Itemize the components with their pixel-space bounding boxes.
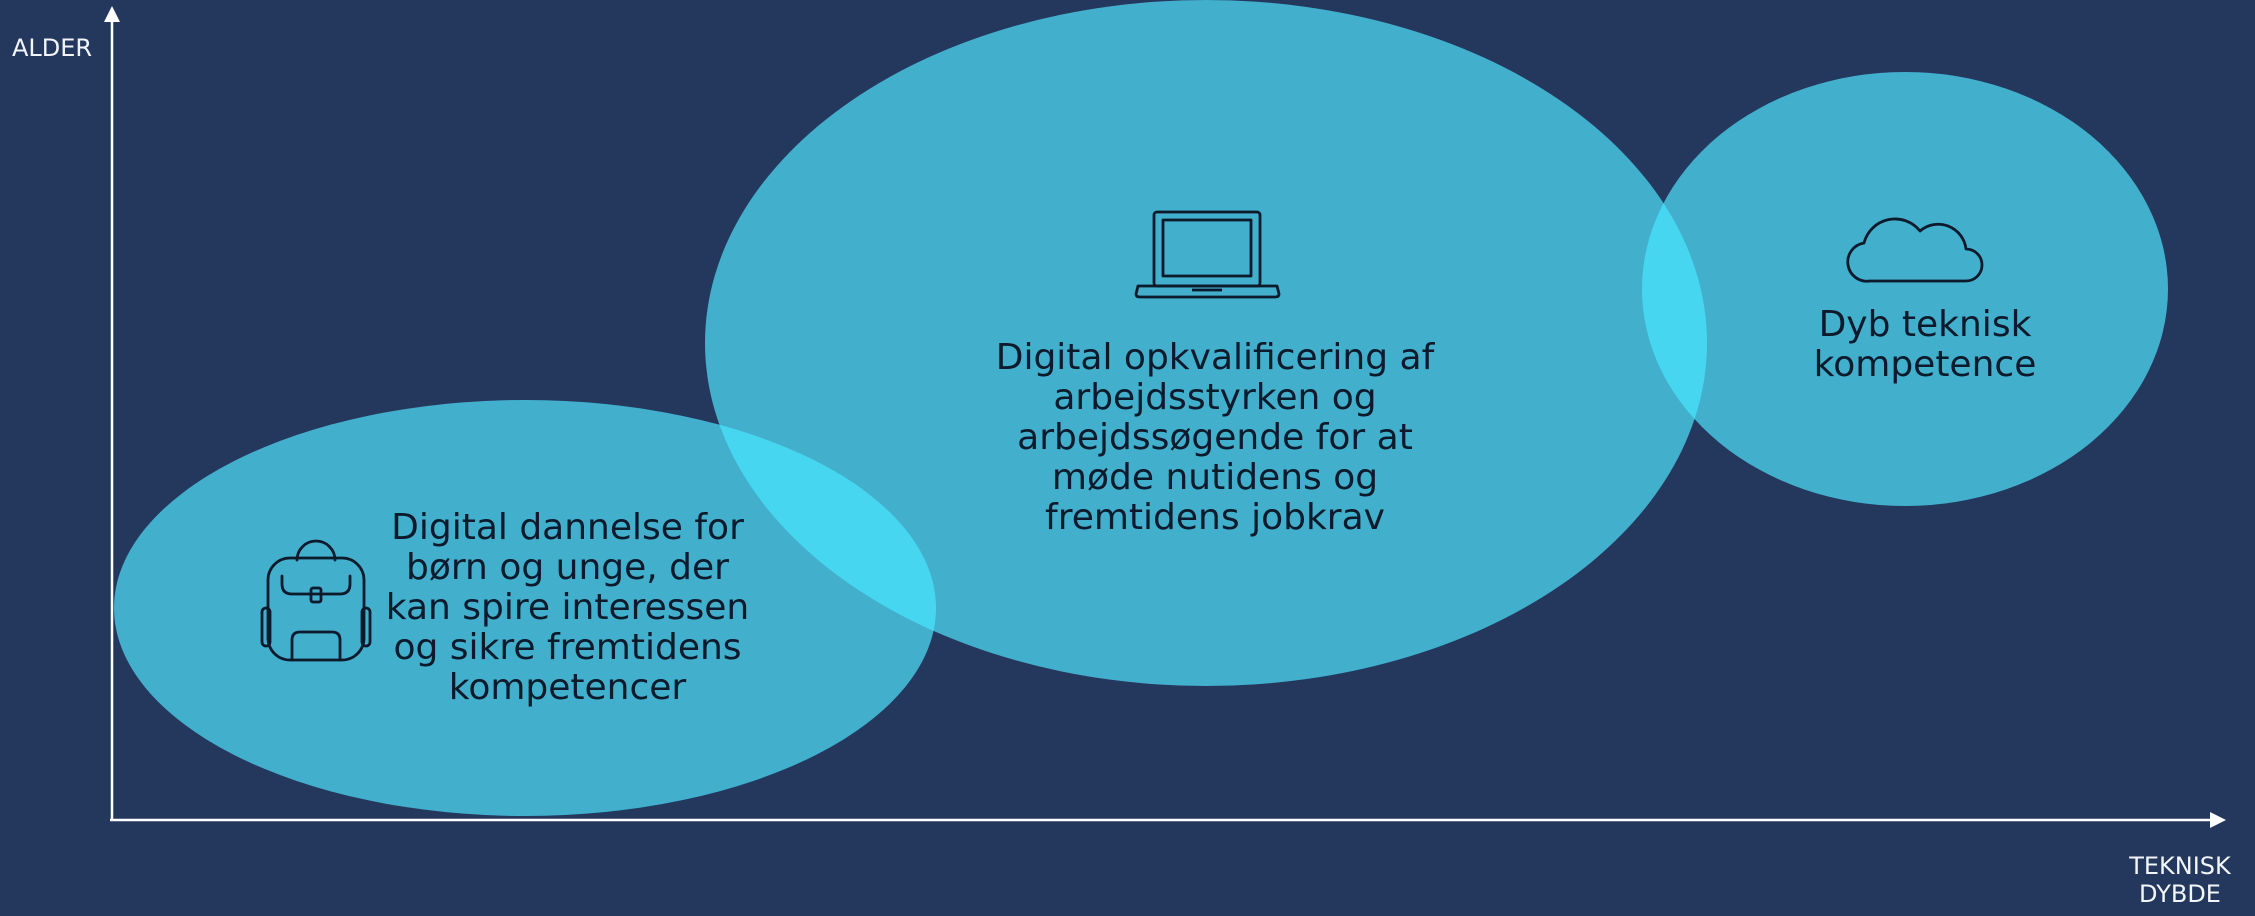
cloud-icon xyxy=(1846,217,1984,283)
backpack-icon xyxy=(260,539,372,662)
bubble-children-text: Digital dannelse for børn og unge, der k… xyxy=(375,508,760,708)
y-axis-label: ALDER xyxy=(12,34,93,62)
text-line: arbejdsstyrken og xyxy=(1053,377,1377,418)
text-line: børn og unge, der xyxy=(406,547,729,588)
x-axis-label-line2: DYBDE xyxy=(2139,880,2221,908)
text-line: og sikre fremtidens xyxy=(393,627,742,668)
bubble-workforce-text: Digital opkvalificering af arbejdsstyrke… xyxy=(985,338,1445,538)
x-axis-label-line1: TEKNISK xyxy=(2129,852,2231,880)
text-line: Digital dannelse for xyxy=(391,507,744,548)
bubble-workforce xyxy=(705,0,1707,686)
text-line: arbejdssøgende for at xyxy=(1017,417,1413,458)
text-line: kan spire interessen xyxy=(385,587,750,628)
bubble-deep-tech xyxy=(1642,72,2168,506)
text-line: kompetencer xyxy=(448,667,687,708)
x-axis xyxy=(110,812,2226,828)
text-line: fremtidens jobkrav xyxy=(1045,497,1385,538)
bubble-children xyxy=(114,400,936,816)
bubble-deep-tech-text: Dyb teknisk kompetence xyxy=(1795,305,2055,385)
text-line: kompetence xyxy=(1813,344,2037,385)
text-line: møde nutidens og xyxy=(1051,457,1379,498)
y-axis xyxy=(104,6,120,820)
text-line: Dyb teknisk xyxy=(1818,304,2032,345)
text-line: Digital opkvalificering af xyxy=(995,337,1435,378)
x-axis-label: TEKNISK DYBDE xyxy=(2120,852,2240,908)
laptop-icon xyxy=(1134,210,1281,299)
